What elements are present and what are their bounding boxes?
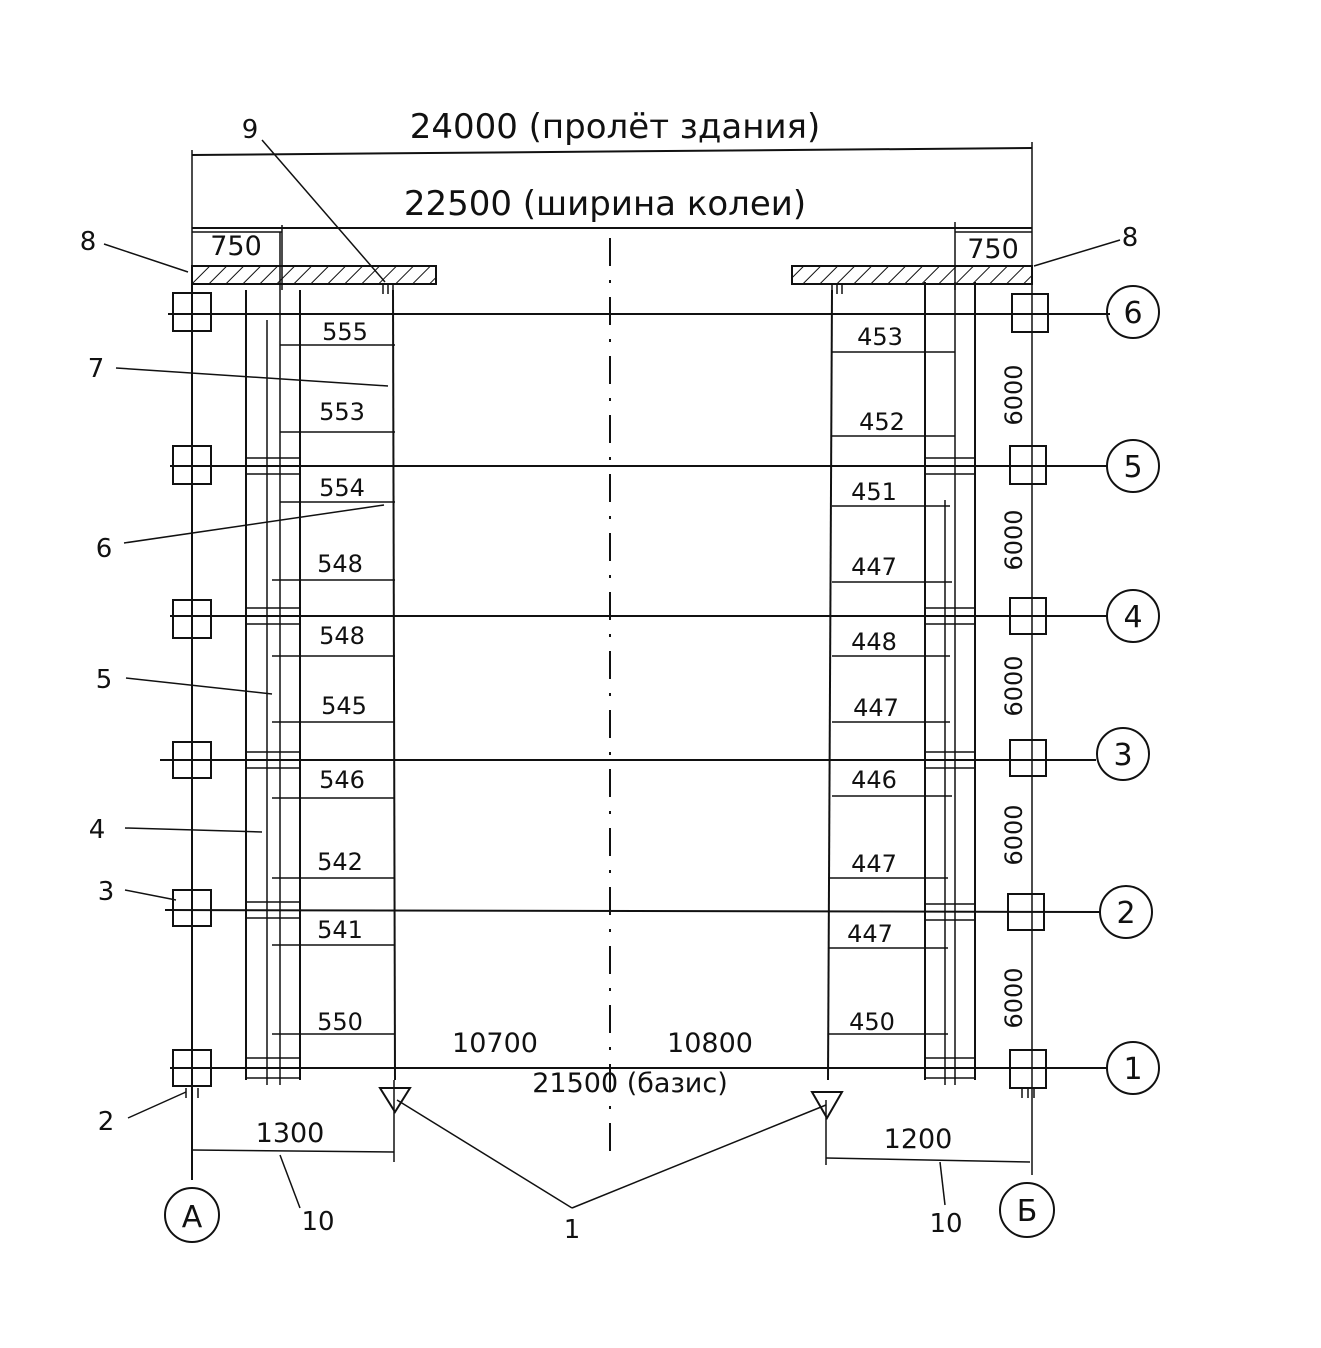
right-rail-line <box>827 289 833 1081</box>
axis-a-label: А <box>182 1200 203 1235</box>
callout-10-left: 10 <box>301 1207 334 1237</box>
bottom-left-dim-label: 1300 <box>256 1118 325 1149</box>
bottom-right-dim-label: 1200 <box>884 1124 953 1155</box>
crane-bridge-left <box>191 265 437 285</box>
right-offset-label: 750 <box>967 234 1019 265</box>
callout-9: 9 <box>242 115 259 145</box>
gauge-dimension: 22500 (ширина колеи) <box>192 184 1032 229</box>
base-right-label: 10800 <box>667 1028 753 1059</box>
left-dim-8: 542 <box>317 848 363 876</box>
bay-dim-4: 6000 <box>1000 804 1028 865</box>
crane-wheel-left <box>382 284 394 294</box>
right-dim-5: 448 <box>851 628 897 656</box>
right-dim-4: 447 <box>851 553 897 581</box>
callout-2: 2 <box>98 1107 115 1137</box>
left-offset-label: 750 <box>210 231 262 262</box>
grid-lines <box>160 313 1110 1069</box>
right-crane-beam <box>924 282 976 1085</box>
base-left-label: 10700 <box>452 1028 538 1059</box>
left-crane-beam <box>245 232 301 1085</box>
callout-4: 4 <box>89 815 106 845</box>
left-dim-3: 554 <box>319 474 365 502</box>
callout-5: 5 <box>96 665 113 695</box>
bottom-right-dimension: 1200 <box>825 1100 1031 1165</box>
base-dimension: 10700 10800 21500 (базис) <box>452 1028 753 1099</box>
columns-left <box>172 292 212 1087</box>
right-dim-8: 447 <box>851 850 897 878</box>
bottom-left-dimension: 1300 <box>191 1080 395 1162</box>
base-total-label: 21500 (базис) <box>532 1068 728 1099</box>
callout-1: 1 <box>564 1215 581 1245</box>
bottom-wheels <box>185 1088 1035 1098</box>
bay-dim-5: 6000 <box>1000 967 1028 1028</box>
station-left-triangle <box>378 1087 412 1114</box>
axis-b-label: Б <box>1017 1194 1038 1229</box>
beam-joints <box>245 457 976 1079</box>
row-axis-3: 3 <box>1113 738 1132 773</box>
right-dim-1: 453 <box>857 323 903 351</box>
left-dim-4: 548 <box>317 550 363 578</box>
bay-dim-2: 6000 <box>1000 509 1028 570</box>
right-dim-10: 450 <box>849 1008 895 1036</box>
right-dim-3: 451 <box>851 478 897 506</box>
callout-8-left: 8 <box>80 227 97 257</box>
left-measurements: 555 553 554 548 548 545 546 542 541 550 <box>272 318 395 1036</box>
left-dim-5: 548 <box>319 622 365 650</box>
left-offset-dimension: 750 <box>192 225 283 290</box>
bay-dimensions: 6000 6000 6000 6000 6000 <box>1000 364 1028 1028</box>
right-measurements: 453 452 451 447 448 447 446 447 447 450 <box>828 323 955 1036</box>
callout-6: 6 <box>96 534 113 564</box>
row-axis-2: 2 <box>1116 896 1135 931</box>
left-dim-2: 553 <box>319 398 365 426</box>
right-dim-2: 452 <box>859 408 905 436</box>
row-axis-6: 6 <box>1123 296 1142 331</box>
columns-right <box>1007 293 1049 1089</box>
callout-10-right: 10 <box>929 1209 962 1239</box>
span-label: 24000 (пролёт здания) <box>410 107 821 147</box>
callout-3: 3 <box>98 877 115 907</box>
left-rail-line <box>392 289 396 1081</box>
row-axis-4: 4 <box>1123 600 1142 635</box>
left-dim-6: 545 <box>321 692 367 720</box>
crane-bridge-right <box>791 265 1033 285</box>
station-right-triangle <box>810 1091 844 1121</box>
callout-7: 7 <box>88 354 105 384</box>
crane-wheel-right <box>831 284 843 294</box>
column-axis-markers: А Б <box>164 1182 1055 1243</box>
left-dim-10: 550 <box>317 1008 363 1036</box>
row-axis-markers: 6 5 4 3 2 1 <box>1096 285 1160 1095</box>
left-dim-9: 541 <box>317 916 363 944</box>
right-dim-9: 447 <box>847 920 893 948</box>
gauge-label: 22500 (ширина колеи) <box>404 184 806 224</box>
left-dim-1: 555 <box>322 318 368 346</box>
left-dim-7: 546 <box>319 766 365 794</box>
bay-dim-1: 6000 <box>1000 364 1028 425</box>
callouts: 1 2 3 4 5 6 7 8 8 9 10 10 <box>80 115 1139 1245</box>
right-dim-7: 446 <box>851 766 897 794</box>
row-axis-1: 1 <box>1123 1052 1142 1087</box>
callout-8-right: 8 <box>1122 223 1139 253</box>
bay-dim-3: 6000 <box>1000 655 1028 716</box>
row-axis-5: 5 <box>1123 450 1142 485</box>
right-dim-6: 447 <box>853 694 899 722</box>
